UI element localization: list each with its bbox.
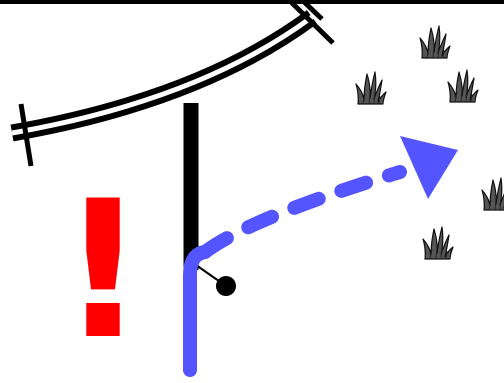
grass-tuft-icon <box>448 70 478 102</box>
route-dashed-segment <box>205 172 400 252</box>
grass-tuft-icon <box>482 178 504 210</box>
alert-exclamation-icon: ! <box>60 160 147 381</box>
grass-tuft-icon <box>420 26 450 58</box>
junction-marker <box>196 265 236 296</box>
grass-tuft-icon <box>356 72 386 104</box>
grass-tuft-icon <box>423 227 453 259</box>
route-arrowhead <box>400 136 458 199</box>
curved-road <box>12 0 333 166</box>
route-arrow <box>190 136 458 370</box>
